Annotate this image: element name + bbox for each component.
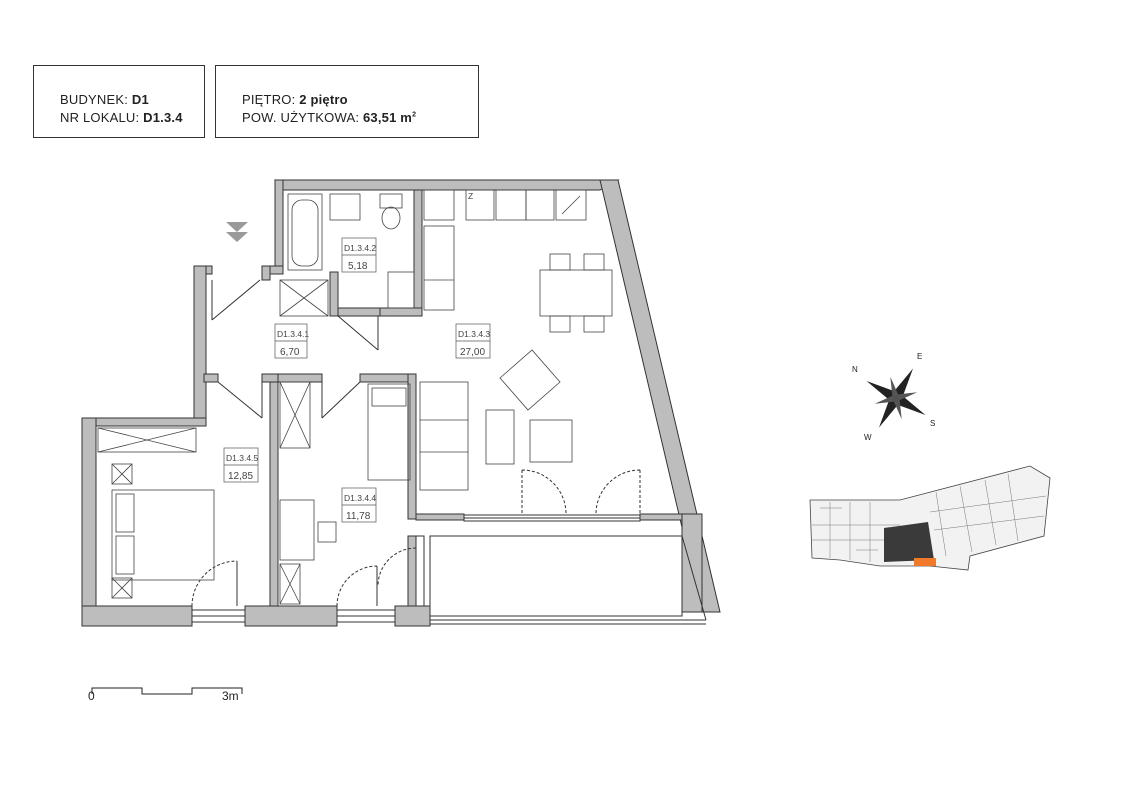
room-3-id: D1.3.4.3 xyxy=(458,329,490,339)
dining-table xyxy=(539,269,613,317)
compass-e: E xyxy=(917,352,922,361)
bathtub xyxy=(287,193,323,271)
key-plan xyxy=(809,465,1051,571)
room-4-id: D1.3.4.4 xyxy=(344,493,376,503)
room-labels xyxy=(223,237,491,523)
room4-wardrobe xyxy=(279,381,311,449)
area-value: 63,51 m2 xyxy=(362,110,417,125)
doors xyxy=(191,279,641,607)
floor-line: PIĘTRO: 2 piętro xyxy=(242,92,348,107)
washbasin xyxy=(329,193,361,221)
washing-machine xyxy=(387,271,415,309)
scale-end: 3m xyxy=(222,689,239,703)
windows xyxy=(191,514,641,623)
walls xyxy=(81,179,721,627)
key-plan-unit xyxy=(884,522,934,562)
armchair xyxy=(529,419,573,463)
building-line: BUDYNEK: D1 xyxy=(60,92,149,107)
room-1-area: 6,70 xyxy=(280,347,300,358)
entrance-arrow-icon xyxy=(226,222,248,242)
balcony xyxy=(429,535,707,625)
area-line: POW. UŻYTKOWA: 63,51 m2 xyxy=(242,110,417,125)
scale-bar xyxy=(91,687,243,695)
room-5-id: D1.3.4.5 xyxy=(226,453,258,463)
scale-start: 0 xyxy=(88,689,95,703)
compass-icon xyxy=(866,368,926,428)
room-1-id: D1.3.4.1 xyxy=(277,329,309,339)
armchair-2 xyxy=(499,349,561,411)
coffee-table xyxy=(485,409,515,465)
desk xyxy=(279,499,315,561)
compass-w: W xyxy=(864,433,872,442)
unit-value: D1.3.4 xyxy=(143,110,183,125)
info-box-floor: PIĘTRO: 2 piętro POW. UŻYTKOWA: 63,51 m2 xyxy=(215,65,479,138)
furniture xyxy=(97,189,613,605)
room-4-area: 11,78 xyxy=(346,511,371,522)
floor-value: 2 piętro xyxy=(299,92,348,107)
unit-line: NR LOKALU: D1.3.4 xyxy=(60,110,183,125)
double-bed xyxy=(111,489,215,581)
room-5-area: 12,85 xyxy=(228,471,253,482)
room-3-area: 27,00 xyxy=(460,347,485,358)
compass-s: S xyxy=(930,419,935,428)
sofa xyxy=(419,381,469,491)
hall-wardrobe xyxy=(279,279,329,317)
building-value: D1 xyxy=(131,92,149,107)
room-2-id: D1.3.4.2 xyxy=(344,243,376,253)
toilet xyxy=(379,193,403,209)
fridge-mark: Z xyxy=(468,191,473,201)
single-bed xyxy=(367,383,411,481)
compass-n: N xyxy=(852,365,858,374)
key-plan-balcony xyxy=(914,558,936,566)
room-2-area: 5,18 xyxy=(348,261,368,272)
info-box-building: BUDYNEK: D1 NR LOKALU: D1.3.4 xyxy=(33,65,205,138)
bedroom-wardrobe xyxy=(97,427,197,453)
